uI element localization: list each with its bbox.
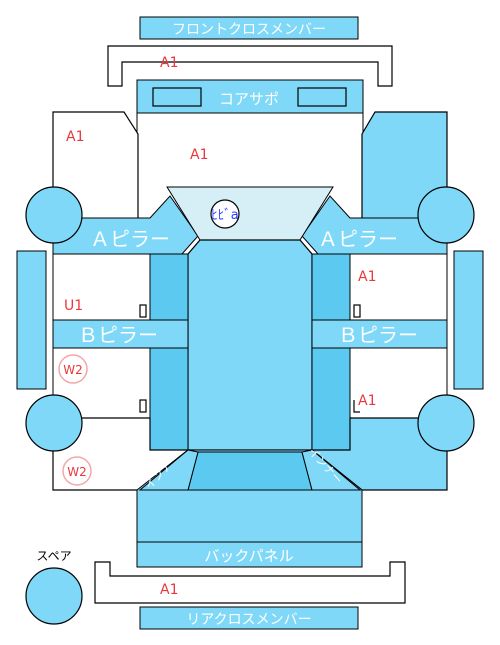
right-rocker-panel <box>453 250 484 390</box>
rear-cross-member-panel <box>139 606 359 630</box>
left-rear-door-handle <box>139 399 147 413</box>
left-rear-fender-w-badge <box>62 456 92 486</box>
right-front-door <box>349 253 448 321</box>
hood-damage-mark: A1 <box>190 147 208 163</box>
inner-right-panel <box>301 449 362 491</box>
a-pillar-left-label: Ａピラー <box>90 227 170 251</box>
windshield-mark-ring <box>210 199 240 229</box>
windshield-mark: ﾋﾋﾞa <box>211 208 238 223</box>
rear-right-tire <box>417 394 475 452</box>
spare-tire <box>25 567 83 625</box>
left-front-door-damage-mark: U1 <box>64 298 83 314</box>
front-left-tire <box>25 186 83 244</box>
back-panel <box>136 541 363 568</box>
back-panel-label: バックパネル <box>204 547 293 565</box>
rear-cross-member-label: リアクロスメンバー <box>186 612 311 628</box>
spare-tire-label: スペア <box>36 549 71 563</box>
front-cross-member-label: フロントクロスメンバー <box>172 22 326 38</box>
front-bumper-outline <box>107 45 393 87</box>
rear-cross-damage-mark: A1 <box>160 582 178 598</box>
b-pillar-left-label: Ｂピラー <box>78 323 158 347</box>
core-support-headlight-left <box>152 87 202 107</box>
rear-bumper-outline <box>94 561 406 604</box>
front-cross-member-panel <box>139 16 359 40</box>
left-front-damage-mark: A1 <box>66 129 84 145</box>
core-support-label: コアサポ <box>219 90 279 108</box>
roof-panel <box>187 239 313 451</box>
rear-left-tire <box>25 394 83 452</box>
b-pillar-right-label: Ｂピラー <box>338 323 418 347</box>
right-rear-door-damage-mark: A1 <box>358 393 376 409</box>
b-pillar-left <box>52 319 189 349</box>
left-front-door-handle <box>139 304 147 318</box>
right-rear-door-handle <box>353 400 360 413</box>
right-front-door-handle <box>353 304 361 318</box>
front-right-tire <box>417 186 475 244</box>
core-support-headlight-right <box>297 87 347 107</box>
right-side-sill <box>311 253 351 451</box>
left-front-door <box>52 253 151 321</box>
left-rear-fender-damage-mark: W2 <box>67 465 87 479</box>
left-rear-door-w-badge <box>58 354 88 384</box>
left-side-sill <box>149 253 189 451</box>
right-front-door-damage-mark: A1 <box>358 269 376 285</box>
a-pillar-right-label: Ａピラー <box>318 227 398 251</box>
rear-window <box>187 451 313 491</box>
left-rear-door-damage-mark: W2 <box>63 363 83 377</box>
b-pillar-right <box>311 319 448 349</box>
front-cross-damage-mark: A1 <box>160 55 178 71</box>
left-rocker-panel <box>16 250 47 390</box>
inner-left-panel <box>138 449 199 491</box>
